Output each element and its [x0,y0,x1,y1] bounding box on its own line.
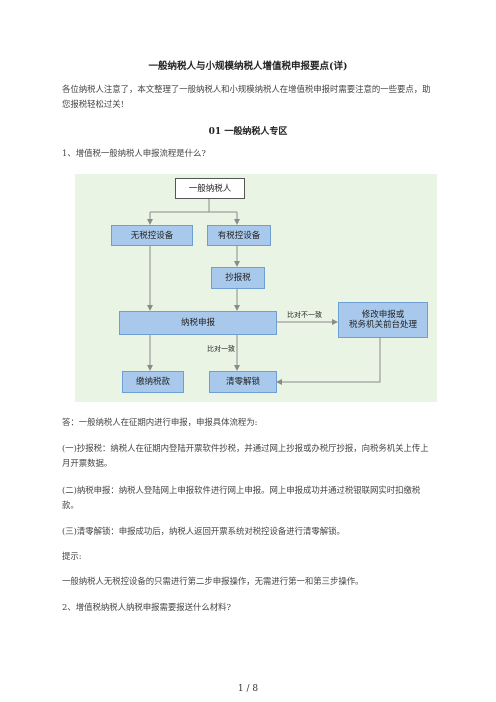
section-heading: 01 一般纳税人专区 [208,127,288,137]
node-fix-declaration: 修改申报或 税务机关前台处理 [338,302,428,338]
label-match: 比对一致 [207,345,235,353]
node-tax-declaration: 纳税申报 [119,311,277,335]
connector-fix-to-clear [276,334,381,385]
node-general-taxpayer: 一般纳税人 [175,178,245,199]
node-copy-tax: 抄报税 [211,267,265,289]
step-1: (一)抄报税：纳税人在征期内登陆开票软件抄税，并通过网上抄报或办税厅抄报，向税务… [62,443,429,468]
tip-label: 提示: [62,551,82,561]
tip-text: 一般纳税人无税控设备的只需进行第二步申报操作，无需进行第一和第三步操作。 [62,576,364,586]
question-1: 1、增值税一般纳税人申报流程是什么? [62,148,206,158]
document-title: 一般纳税人与小规模纳税人增值税申报要点(详) [148,61,348,72]
question-2: 2、增值税纳税人纳税申报需要报送什么材料? [62,602,231,612]
node-clear-unlock: 清零解锁 [209,371,277,393]
intro-paragraph: 各位纳税人注意了，本文整理了一般纳税人和小规模纳税人在增值税申报时需要注意的一些… [62,84,431,109]
node-has-tax-device: 有税控设备 [207,225,271,246]
step-2: (二)纳税申报：纳税人登陆网上申报软件进行网上申报。网上申报成功并通过税银联网实… [62,485,421,510]
label-mismatch: 比对不一致 [287,311,322,319]
flowchart-connectors [147,198,381,385]
step-3: (三)清零解锁：申报成功后，纳税人返回开票系统对税控设备进行清零解锁。 [62,526,345,536]
answer-intro: 答：一般纳税人在征期内进行申报，申报具体流程为: [62,417,258,427]
flowchart: 一般纳税人 无税控设备 有税控设备 抄报税 纳税申报 修改申报或 税务机关前台处… [75,174,437,402]
page-number: 1 / 8 [237,684,259,694]
node-pay-tax: 缴纳税款 [122,371,184,393]
node-no-tax-device: 无税控设备 [111,225,193,246]
